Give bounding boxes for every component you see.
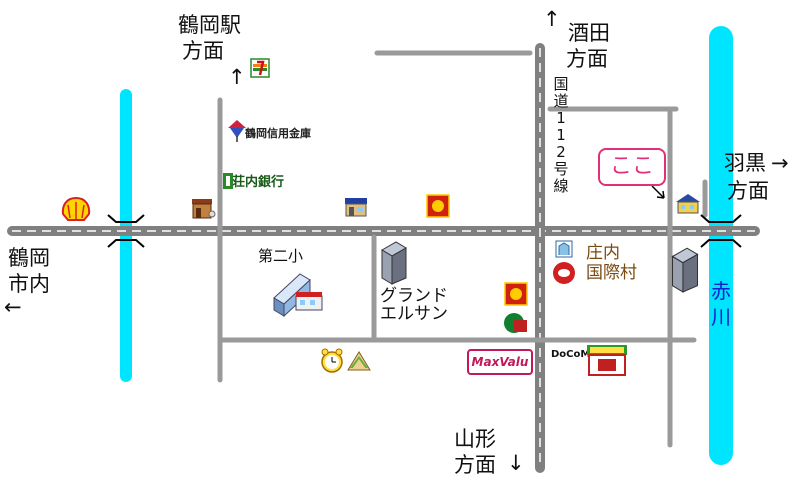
shonai-bank-icon <box>223 173 233 189</box>
label-red-river: 赤 川 <box>711 279 731 329</box>
label-grand-elsan-line1: グランド <box>380 286 448 306</box>
label-shonai-kokusai-line1: 庄内 <box>586 243 620 263</box>
tower-building-icon <box>671 247 699 293</box>
label-route-112: 国 道 1 1 2 号 線 <box>553 75 569 195</box>
label-sakata-line2: 方面 <box>566 47 608 71</box>
bridge-icon <box>107 214 742 248</box>
bank-icon <box>228 120 246 142</box>
label-tsuruoka-city-line2: 市内 <box>8 272 50 296</box>
restaurant-icon <box>426 194 450 218</box>
tower-building-icon <box>381 241 407 285</box>
label-yamagata-line1: 山形 <box>454 427 496 451</box>
arrow-down-icon: ↓ <box>507 451 525 475</box>
label-shonai-kokusai-line2: 国際村 <box>586 263 637 283</box>
shop-icon <box>192 199 216 219</box>
here-marker: ここ <box>598 148 666 186</box>
maxvalu-logo: MaxValu <box>467 349 533 375</box>
arrow-up-icon: ↑ <box>228 65 246 89</box>
label-tsuruoka-station-line1: 鶴岡駅 <box>178 13 241 37</box>
docomo-logo: DoCoMo <box>551 349 598 360</box>
label-haguro-line2: 方面 <box>727 179 769 203</box>
arrow-right-icon: → <box>771 151 789 175</box>
label-daini-elementary: 第二小 <box>258 247 304 265</box>
label-tsuruoka-station-line2: 方面 <box>182 39 224 63</box>
clock-icon <box>321 348 343 373</box>
label-grand-elsan-line2: エルサン <box>380 304 448 324</box>
shonai-kokusai-logo-icon <box>553 240 575 284</box>
arrow-left-icon: ← <box>4 295 22 319</box>
arrow-up-icon: ↑ <box>543 7 561 31</box>
convenience-store-icon <box>345 198 367 217</box>
label-tsuruoka-city-line1: 鶴岡 <box>8 246 50 270</box>
label-yamagata-line2: 方面 <box>454 453 496 477</box>
sandwich-icon <box>347 351 371 371</box>
shell-station-icon <box>61 196 91 221</box>
label-tsuruoka-shinkin: 鶴岡信用金庫 <box>245 127 311 140</box>
label-sakata-line1: 酒田 <box>568 21 610 45</box>
house-icon <box>676 194 700 214</box>
store-dome-icon <box>504 313 527 333</box>
label-haguro-line1: 羽黒 <box>724 151 766 175</box>
seven-eleven-icon <box>250 58 270 78</box>
school-building-icon <box>273 273 323 318</box>
label-shonai-bank: 荘内銀行 <box>232 175 285 190</box>
restaurant-icon <box>504 282 528 306</box>
lawson-icon <box>587 345 627 376</box>
